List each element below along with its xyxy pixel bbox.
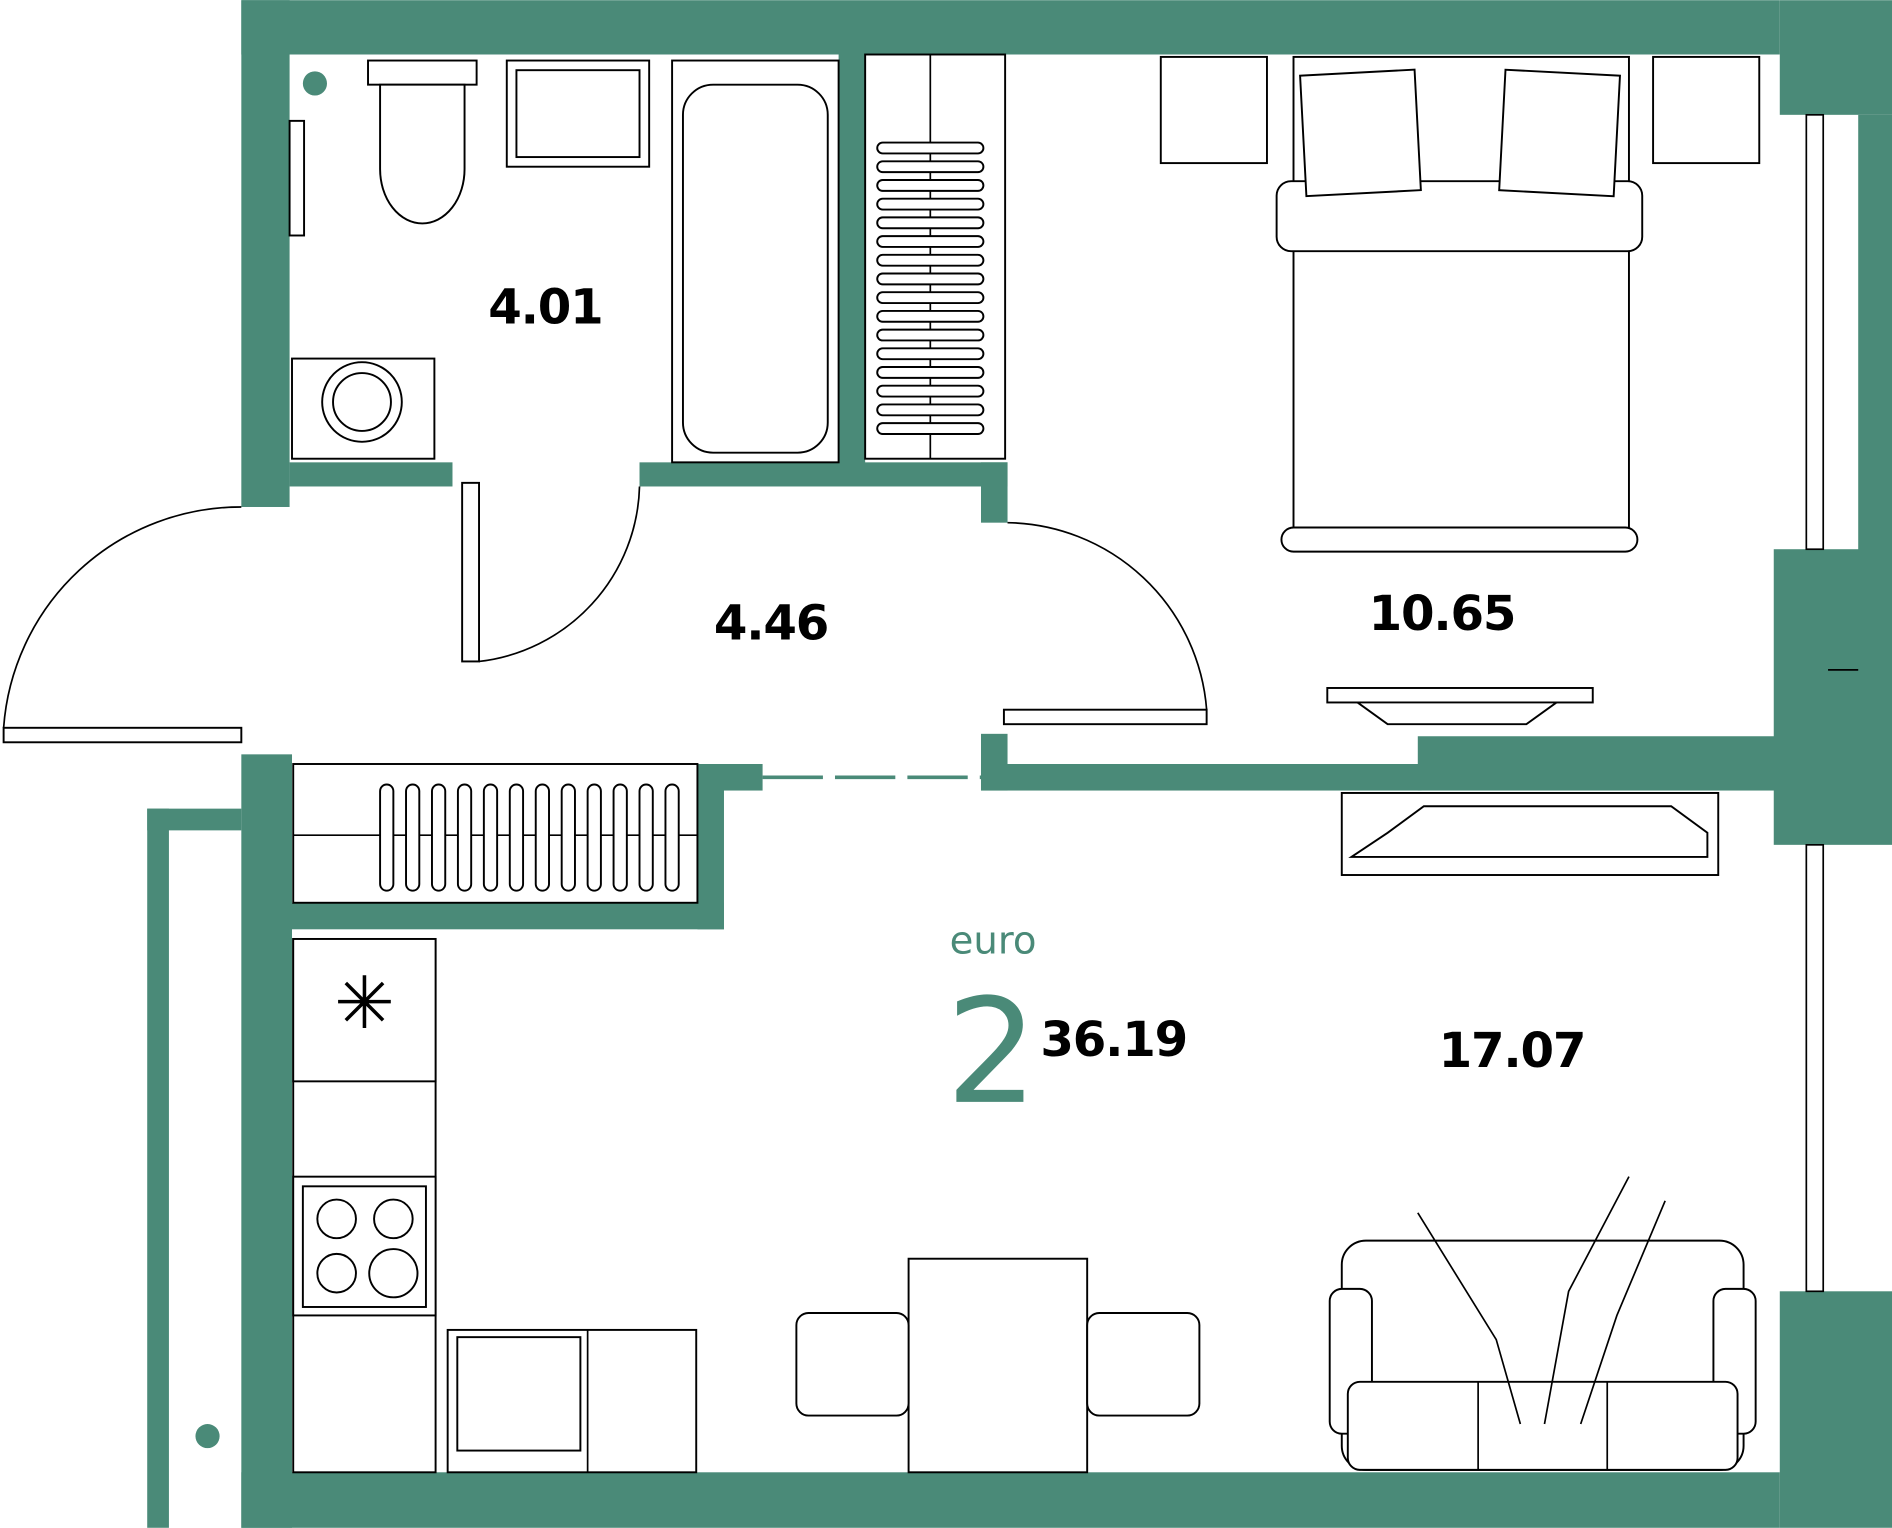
walls [147, 0, 1892, 1528]
living [1328, 791, 1757, 1471]
nightstand-icon [1652, 55, 1761, 165]
hanger-icon [876, 160, 985, 174]
tv-stand-icon [1326, 687, 1594, 704]
windows [1805, 113, 1859, 1293]
bathroom-fixtures [288, 59, 840, 464]
hanger-icon [612, 783, 628, 892]
apartment-summary: euro 2 36.19 [946, 918, 1188, 1137]
hanger-icon [482, 783, 499, 892]
svg-text:✳: ✳ [334, 962, 395, 1046]
kitchen: ✳ [292, 937, 698, 1474]
hanger-icon [876, 197, 985, 211]
chair-icon [1086, 1312, 1201, 1417]
hanger-icon [456, 783, 473, 892]
bedroom-furniture [1159, 55, 1761, 726]
hallway-area: 4.46 [714, 596, 828, 652]
living-kitchen-area: 17.07 [1439, 1023, 1586, 1079]
bathroom-area: 4.01 [488, 280, 602, 336]
hanger-icon [664, 783, 680, 892]
hanger-icon [876, 272, 985, 286]
rooms-count: 2 [946, 969, 1038, 1137]
hanger-icon [405, 783, 421, 892]
hanger-icon [534, 783, 550, 892]
fridge-icon [292, 937, 437, 1083]
hanger-icon [876, 384, 985, 398]
table-icon [907, 1257, 1089, 1474]
chair-icon [795, 1312, 910, 1417]
hanger-icon [876, 216, 985, 230]
toilet-icon [367, 59, 478, 86]
hanger-icon [876, 347, 985, 361]
hanger-icon [876, 253, 985, 267]
bedroom-area: 10.65 [1369, 586, 1516, 642]
hanger-icon [586, 783, 602, 892]
doors [2, 481, 1208, 780]
hanger-icon [876, 328, 985, 342]
people-icon [1417, 1176, 1666, 1425]
hanger-icon [379, 783, 395, 892]
dining [795, 1257, 1201, 1474]
total-area: 36.19 [1040, 1012, 1187, 1068]
hanger-icon [876, 422, 985, 435]
hanger-icon [876, 309, 985, 323]
hanger-icon [431, 783, 447, 892]
hanger-icon [876, 366, 985, 379]
hanger-icon [638, 783, 654, 892]
hanger-icon [876, 141, 985, 155]
hall-wardrobe [292, 763, 699, 904]
hanger-icon [876, 291, 985, 305]
hanger-icon [876, 179, 985, 192]
type-label: euro [950, 918, 1037, 963]
hanger-icon [876, 235, 985, 248]
nightstand-icon [1159, 55, 1268, 165]
hanger-icon [876, 403, 985, 417]
room-labels: 4.01 4.46 10.65 17.07 [488, 280, 1586, 1079]
hanger-icon [508, 783, 525, 892]
wardrobe-bedroom [864, 53, 1007, 460]
hanger-icon [560, 783, 576, 892]
kitchen-sink-icon [456, 1336, 582, 1452]
